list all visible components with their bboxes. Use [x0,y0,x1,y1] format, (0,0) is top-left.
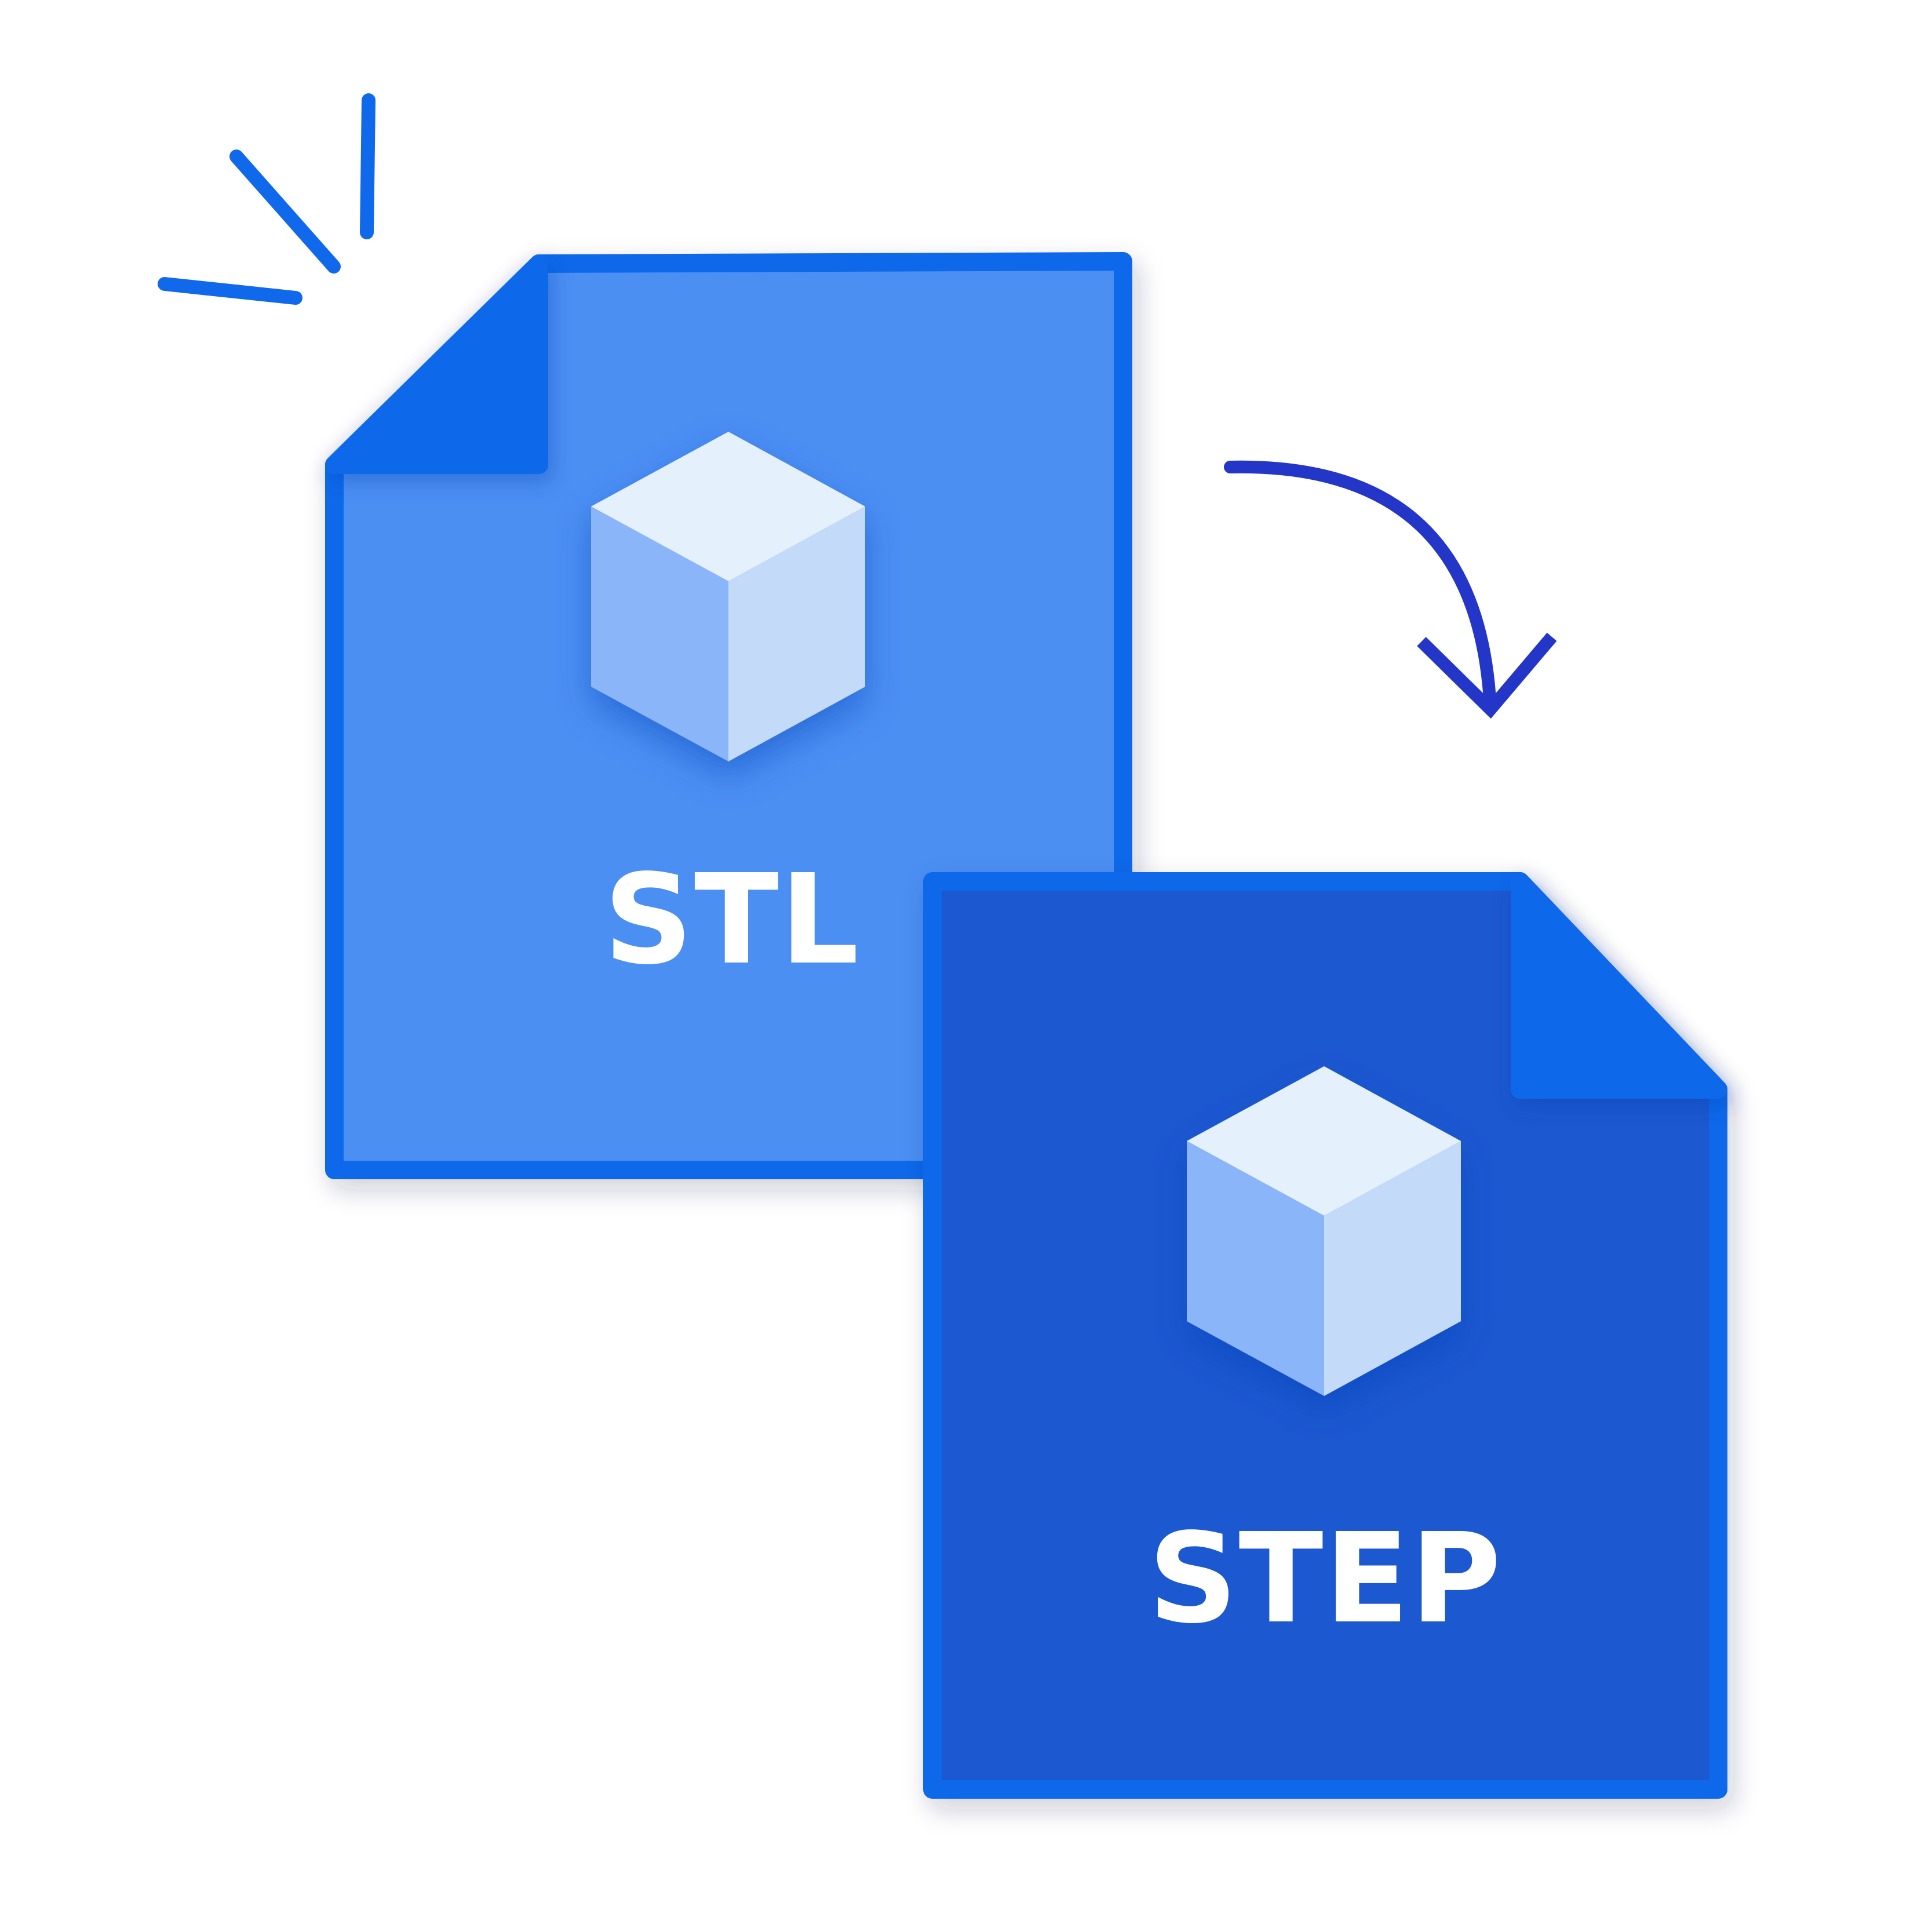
target-file-document: STEP [923,872,1727,1799]
arrow-head [1417,632,1557,719]
source-file-label: STL [604,848,860,992]
arrow-shaft [1224,460,1497,716]
source-file-folded-corner [325,254,548,474]
cube-right-face [1324,1141,1461,1396]
sparkle-line-2 [229,150,341,274]
cube-right-face [728,506,865,761]
target-file-folded-corner [1511,872,1727,1099]
cube-top-face [1187,1066,1461,1216]
target-file-label: STEP [1148,1507,1502,1651]
target-cube-icon [1187,1066,1461,1396]
cube-top-face [591,432,865,581]
sparkle-lines-icon [158,93,376,305]
source-cube-icon [591,432,865,761]
cube-left-face [591,506,728,761]
curved-arrow-icon [1224,460,1557,719]
sparkle-line-1 [360,93,376,239]
sparkle-line-3 [158,277,302,305]
cube-left-face [1187,1141,1324,1396]
